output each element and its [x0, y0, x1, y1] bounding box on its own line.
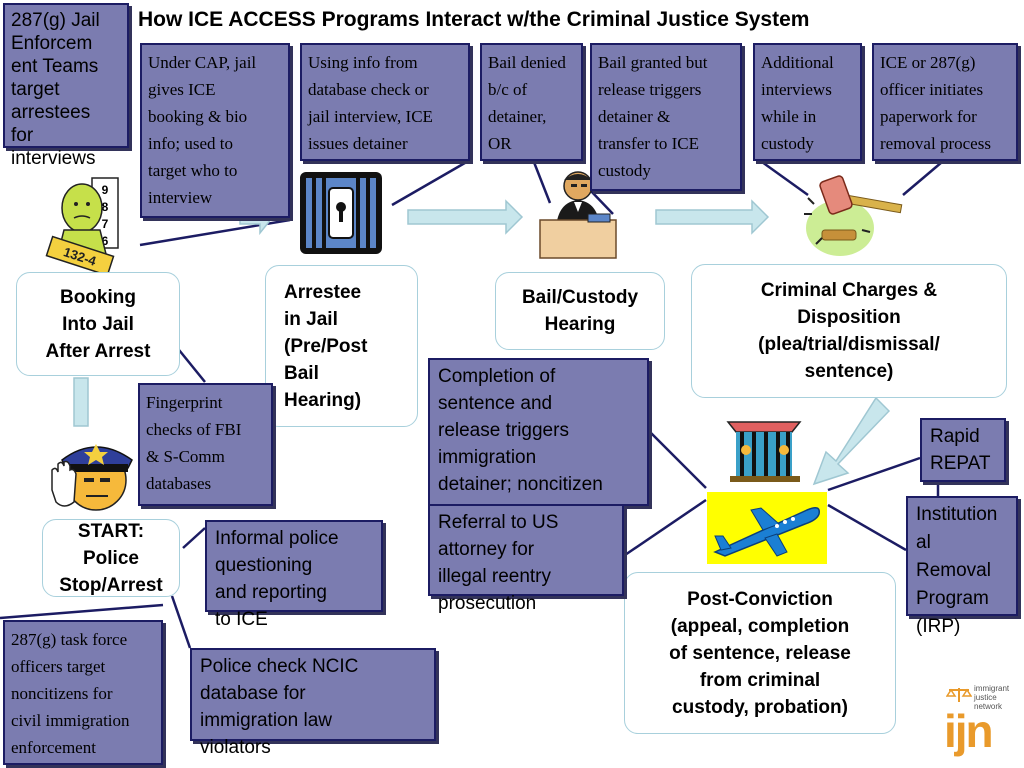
- booking-stage: Booking Into Jail After Arrest: [16, 272, 180, 376]
- logo-mark: ijn: [944, 705, 994, 757]
- logo-text: immigrant justice network: [974, 684, 1010, 711]
- removal-paperwork-callout: ICE or 287(g) officer initiates paperwor…: [872, 43, 1018, 161]
- additional-interviews-text: Additional interviews while in custody: [761, 53, 834, 153]
- judge-icon: [539, 171, 617, 259]
- mugshot-number-4: 6: [102, 234, 109, 248]
- ncic-callout: Police check NCIC database for immigrati…: [190, 648, 436, 758]
- cap-text: Under CAP, jail gives ICE booking & bio …: [148, 53, 257, 207]
- page-title: How ICE ACCESS Programs Interact w/the C…: [138, 8, 810, 31]
- mugshot-number-3: 7: [102, 217, 109, 231]
- completion-sentence-callout: Completion of sentence and release trigg…: [428, 358, 649, 506]
- fingerprint-callout: Fingerprint checks of FBI & S-Comm datab…: [138, 383, 273, 506]
- bail-stage: Bail/Custody Hearing: [495, 272, 665, 350]
- task-force-callout: 287(g) task force officers target noncit…: [3, 620, 163, 765]
- referral-us-attorney-callout: Referral to US attorney for illegal reen…: [428, 504, 624, 614]
- mugshot-number-1: 9: [102, 183, 109, 197]
- mugshot-icon: 9 8 7 6 132-4: [45, 177, 119, 274]
- start-stage: START: Police Stop/Arrest: [42, 519, 180, 597]
- referral-us-attorney-text: Referral to US attorney for illegal reen…: [438, 512, 559, 614]
- institutional-removal-text: Institution al Removal Program (IRP): [916, 504, 998, 637]
- detainer-info-callout: Using info from database check or jail i…: [300, 43, 470, 161]
- cap-callout: Under CAP, jail gives ICE booking & bio …: [140, 43, 290, 218]
- mugshot-number-2: 8: [102, 200, 109, 214]
- prison-bars-icon: [726, 421, 802, 482]
- enforcement-teams-text: 287(g) Jail Enforcem ent Teams target ar…: [11, 10, 100, 169]
- gavel-icon: [804, 175, 903, 256]
- charges-stage-label: Criminal Charges & Disposition (plea/tri…: [758, 280, 940, 382]
- bail-stage-label: Bail/Custody Hearing: [521, 287, 639, 335]
- police-officer-icon: [51, 444, 133, 511]
- post-conviction-stage: Post-Conviction (appeal, completion of s…: [624, 572, 896, 734]
- enforcement-teams-callout: 287(g) Jail Enforcem ent Teams target ar…: [3, 3, 129, 169]
- charges-stage: Criminal Charges & Disposition (plea/tri…: [691, 264, 1007, 398]
- bail-denied-text: Bail denied b/c of detainer, OR: [488, 53, 566, 153]
- task-force-text: 287(g) task force officers target noncit…: [11, 630, 130, 757]
- fingerprint-text: Fingerprint checks of FBI & S-Comm datab…: [146, 393, 242, 493]
- arrestee-stage: Arrestee in Jail (Pre/Post Bail Hearing): [265, 265, 418, 427]
- start-stage-label: START: Police Stop/Arrest: [59, 520, 163, 596]
- informal-questioning-callout: Informal police questioning and reportin…: [205, 520, 383, 630]
- arrestee-stage-label: Arrestee in Jail (Pre/Post Bail Hearing): [284, 281, 368, 411]
- scales-icon: [946, 688, 972, 702]
- rapid-repat-text: Rapid REPAT: [930, 426, 991, 474]
- airplane-icon: [707, 492, 827, 564]
- removal-paperwork-text: ICE or 287(g) officer initiates paperwor…: [880, 53, 991, 153]
- bail-denied-callout: Bail denied b/c of detainer, OR: [480, 43, 583, 161]
- post-conviction-stage-label: Post-Conviction (appeal, completion of s…: [669, 588, 851, 718]
- additional-interviews-callout: Additional interviews while in custody: [753, 43, 862, 161]
- informal-questioning-text: Informal police questioning and reportin…: [215, 528, 339, 630]
- bail-granted-callout: Bail granted but release triggers detain…: [590, 43, 742, 191]
- detainer-info-text: Using info from database check or jail i…: [308, 53, 433, 153]
- completion-sentence-text: Completion of sentence and release trigg…: [438, 366, 603, 495]
- ncic-text: Police check NCIC database for immigrati…: [200, 656, 359, 758]
- bail-granted-text: Bail granted but release triggers detain…: [598, 53, 708, 180]
- institutional-removal-callout: Institution al Removal Program (IRP): [906, 496, 1018, 637]
- booking-stage-label: Booking Into Jail After Arrest: [45, 286, 151, 362]
- rapid-repat-callout: Rapid REPAT: [920, 418, 1006, 482]
- ijn-logo-icon: immigrant justice network ijn: [942, 684, 1022, 768]
- jail-door-icon: [300, 172, 382, 254]
